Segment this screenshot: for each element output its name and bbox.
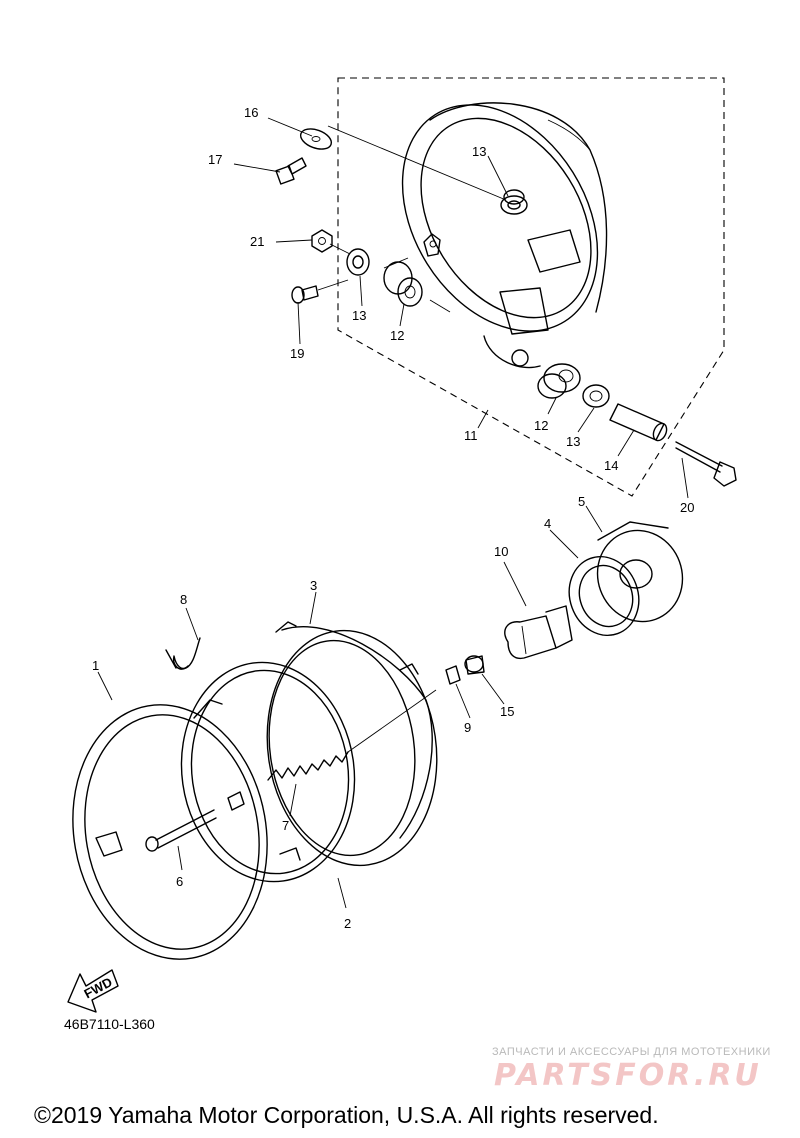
callout-6: 6 [176, 874, 183, 889]
bulb-10 [504, 605, 573, 660]
copyright-notice: ©2019 Yamaha Motor Corporation, U.S.A. A… [34, 1102, 659, 1128]
spacer-14 [609, 403, 668, 442]
grommet-15 [500, 189, 528, 215]
callout-21: 21 [250, 234, 264, 249]
socket-cover-5 [596, 521, 684, 623]
clip-9 [445, 665, 461, 685]
callout-10: 10 [494, 544, 508, 559]
callout-15: 13 [472, 144, 486, 159]
wire-spring-8 [165, 637, 201, 670]
callout-19: 17 [208, 152, 222, 167]
fwd-arrow-icon: FWD [67, 969, 119, 1013]
callout-3: 3 [310, 578, 317, 593]
callout-17: 15 [500, 704, 514, 719]
watermark-logo: PARTSFOR.RU [494, 1058, 762, 1093]
callout-20: 20 [680, 500, 694, 515]
collar-13-upper [346, 248, 370, 276]
callout-18: 16 [244, 105, 258, 120]
reflector-3 [266, 621, 438, 867]
assembly-box-11 [337, 77, 725, 497]
callout-9: 9 [464, 720, 471, 735]
watermark-tagline: ЗАПЧАСТИ И АКСЕССУАРЫ ДЛЯ МОТОТЕХНИКИ [492, 1046, 771, 1058]
callout-8: 8 [180, 592, 187, 607]
bolt-20 [675, 441, 737, 487]
callout-12-upper: 12 [390, 328, 404, 343]
washer-18 [299, 128, 333, 150]
callout-5: 5 [578, 494, 585, 509]
headlight-rim-1 [72, 704, 268, 960]
trim-ring-2 [180, 661, 356, 883]
collar-13-lower [582, 384, 610, 408]
callout-11: 11 [464, 428, 478, 443]
callout-2: 2 [344, 916, 351, 931]
callout-16: 19 [290, 346, 304, 361]
diagram-code: 46B7110-L360 [64, 1016, 155, 1032]
bolt-19 [275, 157, 307, 185]
boot-17 [464, 655, 485, 675]
spring-7 [267, 689, 437, 781]
retaining-ring-4 [568, 555, 640, 637]
screw-6 [145, 809, 217, 852]
screw-16 [291, 285, 319, 304]
damper-12-lower [537, 363, 581, 399]
callout-14: 14 [604, 458, 618, 473]
callout-12-lower: 12 [534, 418, 548, 433]
nut-21 [311, 229, 333, 253]
damper-12-upper [383, 261, 423, 307]
headlight-housing-shell [401, 102, 608, 369]
callout-labels: 16 17 13 21 13 12 19 12 13 11 14 20 5 4 … [92, 105, 694, 931]
callout-1: 1 [92, 658, 99, 673]
callout-13-lower: 13 [566, 434, 580, 449]
callout-4: 4 [544, 516, 551, 531]
callout-13-upper: 13 [352, 308, 366, 323]
callout-7: 7 [282, 818, 289, 833]
leader-lines [97, 117, 689, 909]
